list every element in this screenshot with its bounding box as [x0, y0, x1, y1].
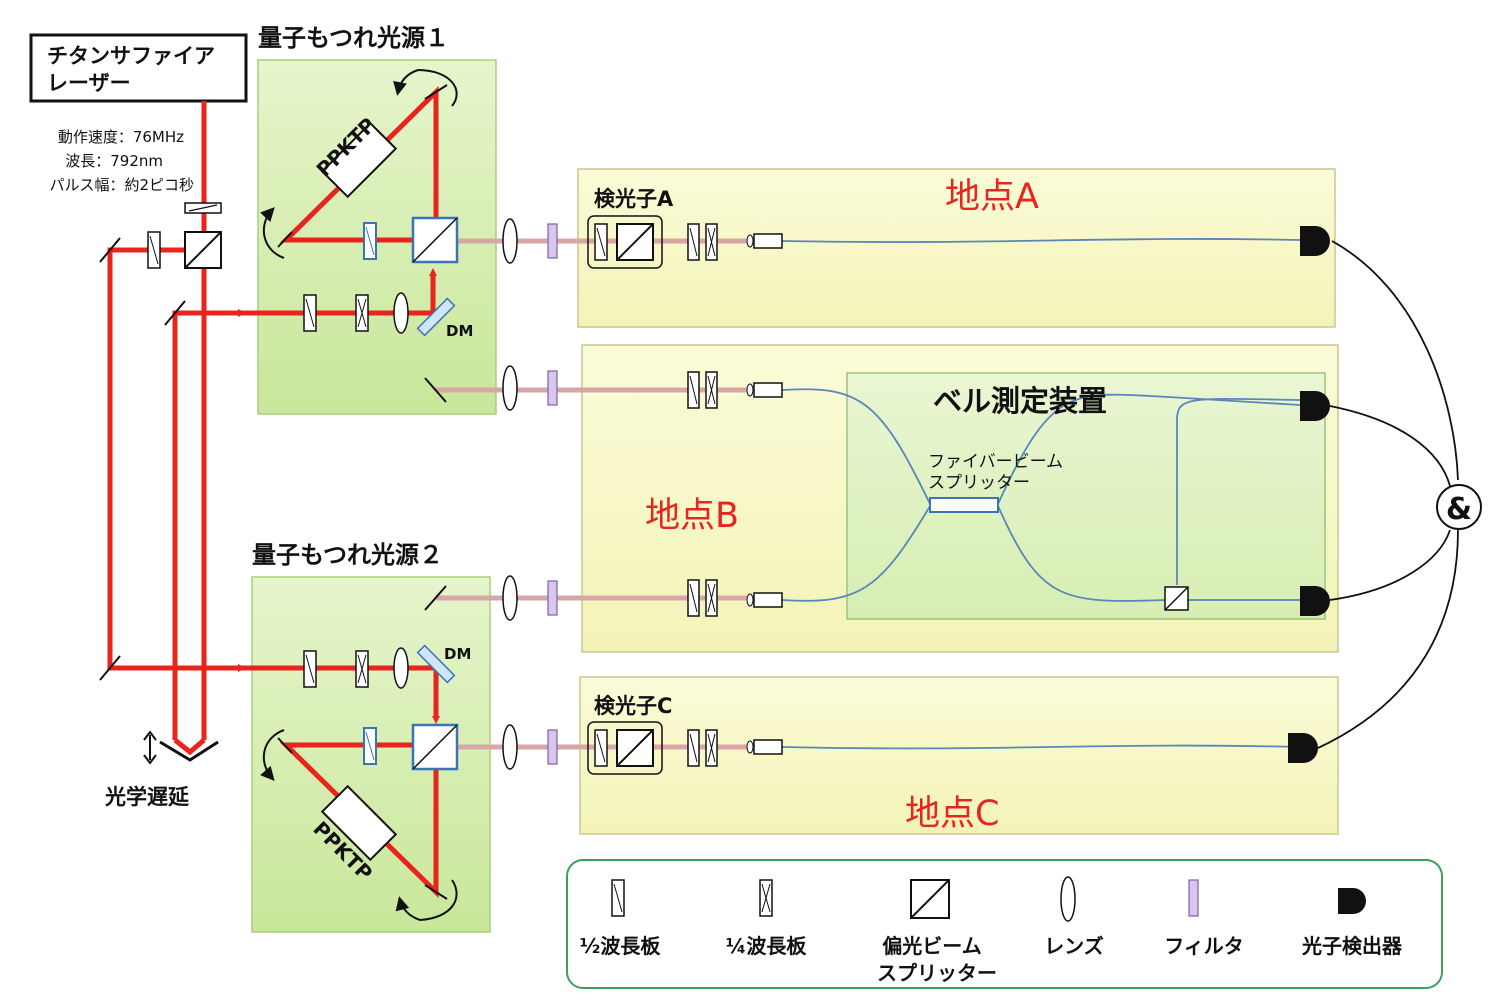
site-b-lower-fiber-coupler-icon	[746, 592, 783, 608]
legend-label-filter: フィルタ	[1164, 934, 1244, 958]
fiber	[781, 238, 1301, 750]
source1-ppktp-crystal	[320, 121, 398, 199]
coincidence-wires	[1317, 240, 1459, 749]
legend-label-pbs-line1: 偏光ビーム	[882, 934, 981, 958]
source1-pump-lens-icon	[393, 292, 409, 334]
source2-pump-qwp-icon	[355, 650, 369, 688]
laser-pbs-icon	[184, 202, 222, 269]
site-a-wave-plates	[687, 223, 718, 261]
source1-pbs-icon	[411, 216, 459, 264]
output-filters	[547, 223, 558, 765]
site-b-upper-fiber-coupler-icon	[746, 382, 783, 398]
photon-detector-icon	[1338, 888, 1366, 914]
source1-title: 量子もつれ光源１	[258, 24, 449, 52]
site-b-lower-wave-plates	[687, 579, 718, 617]
laser-half-wave-plate-icon	[147, 231, 161, 269]
source2-rotation-arrow-left	[260, 729, 285, 782]
site-c-wave-plates	[687, 729, 718, 767]
dm-label-1: DM	[446, 322, 473, 340]
lens-icon	[1060, 876, 1076, 922]
bell-title: ベル測定装置	[933, 384, 1107, 418]
source2-pbs-icon	[411, 723, 459, 771]
delay-mirror-icon	[143, 730, 219, 765]
analyzer-c-label: 検光子C	[594, 694, 672, 718]
coincidence-circuit	[1436, 484, 1482, 530]
source1-rotation-arrow-top	[417, 69, 458, 107]
dm-label-2: DM	[444, 645, 471, 663]
laser-name-line2: レーザー	[47, 71, 131, 95]
output-lenses	[502, 218, 518, 770]
location-b-label: 地点B	[645, 496, 739, 536]
source1-rotation-arrowhead-top	[393, 69, 419, 96]
polarizing-beam-splitter-icon	[910, 879, 950, 919]
source2-hwp-blue-icon	[363, 727, 377, 765]
mirrors	[99, 84, 448, 900]
legend-label-lens: レンズ	[1044, 934, 1104, 958]
site-c-fiber-coupler-icon	[746, 739, 783, 755]
source2-title: 量子もつれ光源２	[252, 541, 443, 569]
coincidence-symbol: &	[1446, 492, 1472, 527]
site-b-upper-wave-plates	[687, 371, 718, 409]
location-c-label: 地点C	[905, 794, 999, 834]
site-a-fiber-coupler-icon	[746, 233, 783, 249]
dichroic-mirror-2	[416, 644, 456, 684]
fiber-beam-splitter-icon	[929, 497, 999, 513]
legend-label-hwp: ½波長板	[580, 934, 662, 958]
source1-hwp-blue-icon	[363, 222, 377, 260]
laser-box	[29, 33, 248, 103]
delay-label: 光学遅延	[104, 785, 190, 809]
analyzer-a-label: 検光子A	[594, 187, 674, 211]
site-a-box	[577, 168, 1336, 328]
legend-label-pbs-line2: スプリッター	[877, 961, 997, 985]
photon-detectors	[1288, 226, 1330, 763]
source2-rotation-arrow-bottom	[419, 879, 458, 921]
fiber-bs-label-line2: スプリッター	[928, 473, 1030, 493]
analyzer-c-icon	[587, 721, 663, 775]
legend-label-qwp: ¼波長板	[726, 934, 808, 958]
laser-spec-rate: 動作速度：76MHz	[58, 128, 184, 146]
source1-rotation-arrow-left	[260, 207, 285, 259]
analyzer-a-icon	[587, 215, 663, 269]
filter-icon	[1188, 879, 1199, 917]
legend-label-detector: 光子検出器	[1301, 934, 1403, 958]
source2-pump-lens-icon	[393, 647, 409, 689]
source2-ppktp-crystal	[320, 784, 398, 862]
laser-spec-pulse: パルス幅：約2ピコ秒	[49, 176, 194, 194]
fiber-bs-label-line1: ファイバービーム	[928, 452, 1063, 472]
laser-spec-wavelength: 波長：792nm	[65, 152, 163, 170]
half-wave-plate-icon	[611, 879, 625, 917]
source2-rotation-arrowhead-bottom	[395, 896, 421, 921]
laser-name-line1: チタンサファイア	[47, 44, 215, 68]
quarter-wave-plate-icon	[759, 879, 773, 917]
dichroic-mirror-1	[416, 297, 456, 337]
source2-pump-hwp-icon	[303, 650, 317, 688]
source1-pump-hwp-icon	[303, 294, 317, 332]
legend-box	[566, 859, 1443, 989]
source1-pump-qwp-icon	[355, 294, 369, 332]
location-a-label: 地点A	[945, 177, 1039, 217]
bell-pbs-icon	[1164, 586, 1189, 611]
